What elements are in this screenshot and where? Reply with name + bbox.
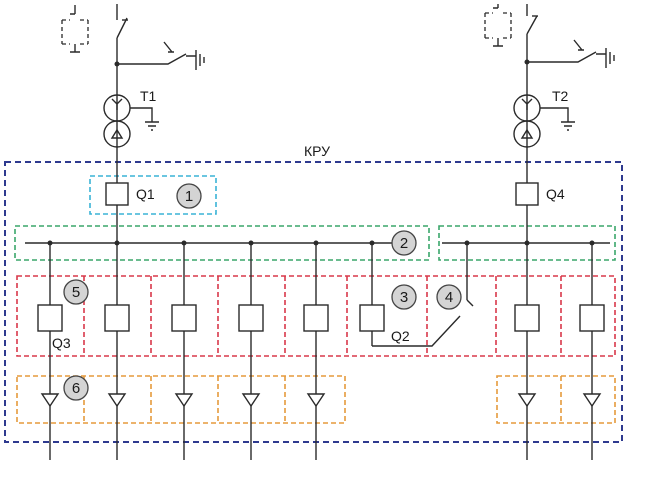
callout-4: 4	[436, 284, 462, 310]
breaker-q2	[359, 304, 385, 332]
breaker-q4	[515, 182, 539, 206]
breaker-feeder-7	[514, 304, 540, 332]
termination-7	[582, 393, 602, 408]
incoming-line-2	[484, 4, 615, 150]
termination-5	[306, 393, 326, 408]
breaker-q3	[37, 304, 63, 332]
breakers	[37, 182, 605, 332]
svg-text:4: 4	[445, 289, 453, 306]
kru-boundary	[4, 161, 623, 443]
feeder-wires	[49, 150, 593, 460]
breaker-feeder-3	[171, 304, 197, 332]
svg-text:3: 3	[400, 289, 408, 306]
breaker-feeder-8	[579, 304, 605, 332]
callout-5: 5	[63, 279, 89, 305]
svg-text:1: 1	[185, 188, 193, 205]
label-t2: T2	[552, 88, 569, 104]
breaker-feeder-5	[303, 304, 329, 332]
breaker-feeder-4	[238, 304, 264, 332]
callout-6: 6	[63, 375, 89, 401]
cable-terminations	[40, 393, 602, 408]
breaker-q1	[105, 182, 129, 206]
zone-6-left	[16, 375, 346, 424]
callout-3: 3	[391, 284, 417, 310]
callout-2: 2	[391, 230, 417, 256]
label-q3: Q3	[52, 335, 71, 351]
termination-2	[107, 393, 127, 408]
svg-text:6: 6	[72, 380, 80, 397]
svg-text:5: 5	[72, 284, 80, 301]
disconnector-frame-2	[484, 12, 512, 39]
disconnector-frame-1	[61, 19, 89, 45]
zone-1-incoming-breaker	[89, 175, 217, 215]
termination-6	[517, 393, 537, 408]
termination-4	[241, 393, 261, 408]
incoming-line-1	[61, 4, 205, 150]
breaker-feeder-2	[104, 304, 130, 332]
zone-3-5-cell-dividers	[83, 276, 562, 356]
svg-text:2: 2	[400, 235, 408, 252]
termination-3	[174, 393, 194, 408]
label-kru: КРУ	[304, 143, 330, 159]
callout-1: 1	[176, 183, 202, 209]
label-q4: Q4	[546, 186, 565, 202]
termination-1	[40, 393, 60, 408]
zone-6-right	[496, 375, 616, 424]
label-q1: Q1	[136, 186, 155, 202]
label-t1: T1	[140, 88, 157, 104]
label-q2: Q2	[391, 328, 410, 344]
